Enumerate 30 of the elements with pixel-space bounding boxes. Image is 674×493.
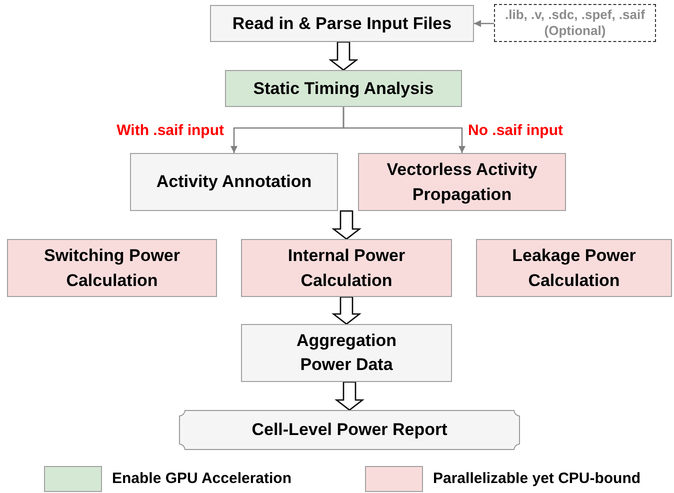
- connector-arrow: [474, 20, 494, 27]
- report-plaque: [179, 410, 520, 450]
- block-arrow: [334, 381, 364, 411]
- edge-label: With .saif input: [116, 122, 224, 141]
- process-box: [241, 324, 452, 382]
- box-label: Static Timing Analysis: [253, 78, 434, 100]
- legend-label: Enable GPU Acceleration: [112, 468, 292, 489]
- box-label: Internal Power Calculation: [286, 244, 406, 292]
- process-box: [7, 239, 217, 297]
- process-box: [241, 239, 452, 297]
- process-box: [476, 239, 672, 297]
- legend-label: Parallelizable yet CPU-bound: [433, 468, 641, 489]
- edge-label: No .saif input: [468, 122, 563, 141]
- box-label: Read in & Parse Input Files: [232, 12, 452, 35]
- process-box: [130, 153, 338, 211]
- box-label: Activity Annotation: [156, 171, 312, 194]
- block-arrow: [332, 296, 362, 325]
- box-label: Leakage Power Calculation: [511, 244, 637, 292]
- block-arrow: [332, 210, 362, 240]
- process-box: [210, 5, 474, 42]
- box-label: Cell-Level Power Report: [252, 419, 448, 442]
- box-label: Switching Power Calculation: [42, 244, 182, 292]
- box-label: Vectorless Activity Propagation: [386, 158, 538, 206]
- process-box: [225, 70, 462, 107]
- block-arrow: [328, 41, 358, 71]
- process-box: [358, 153, 566, 211]
- note-text: .lib, .v, .sdc, .spef, .saif (Optional): [504, 6, 646, 40]
- connector-arrow: [342, 107, 466, 153]
- input-files-note: [494, 4, 656, 42]
- box-label: Aggregation Power Data: [295, 330, 398, 376]
